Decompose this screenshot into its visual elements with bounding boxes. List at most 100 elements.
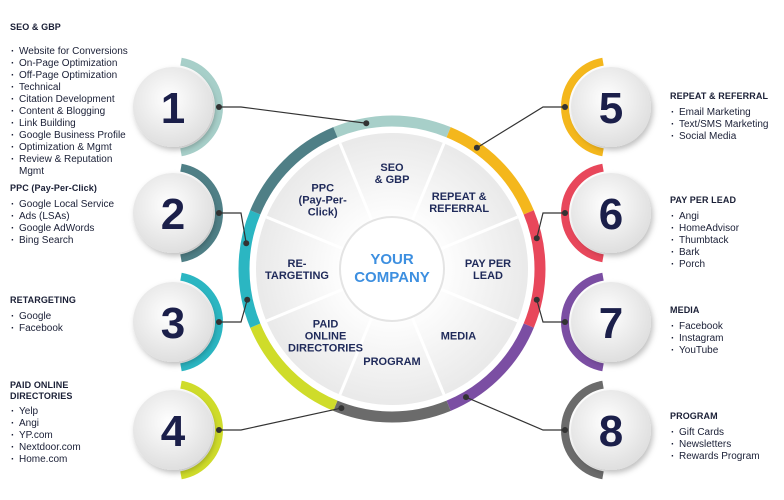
connector-dot <box>562 104 568 110</box>
list-item: Ads (LSAs) <box>10 211 140 223</box>
section-seo-gbp: SEO & GBP Website for Conversions On-Pag… <box>10 22 140 178</box>
ring-segment <box>523 210 546 328</box>
section-title: SEO & GBP <box>10 22 61 32</box>
wedge-label-paid: ONLINE <box>305 330 347 342</box>
connector-line <box>219 106 367 124</box>
wedge-label-paid: DIRECTORIES <box>288 342 363 354</box>
connector-line <box>219 212 247 244</box>
number-disc <box>133 173 213 253</box>
list-item: Technical <box>10 82 140 94</box>
list-item: Nextdoor.com <box>10 442 100 454</box>
wedge-label-paid: PAID <box>313 318 339 330</box>
center-text-line: YOUR <box>370 251 414 268</box>
number-8: 8 <box>599 407 623 456</box>
list-item: Gift Cards <box>670 427 780 439</box>
wedge-divider <box>409 142 446 224</box>
list-item: Home.com <box>10 454 100 466</box>
connector-dot <box>216 427 222 433</box>
list-item: Angi <box>10 418 100 430</box>
number-7: 7 <box>599 299 623 348</box>
list-item: Review & Reputation Mgmt <box>10 154 140 178</box>
center-text-line: COMPANY <box>354 269 430 286</box>
list-item: Google AdWords <box>10 223 140 235</box>
connector-line <box>476 106 565 149</box>
list-item: YouTube <box>670 345 780 357</box>
number-disc <box>571 390 651 470</box>
ring-segment <box>238 210 261 328</box>
wedge-divider <box>409 314 446 396</box>
wedge-label-ppl: LEAD <box>473 270 503 282</box>
number-2: 2 <box>161 190 185 239</box>
list-item: Facebook <box>10 323 140 335</box>
number-5: 5 <box>599 84 623 133</box>
list-item: Bark <box>670 247 780 259</box>
wedge-label-ppc: PPC <box>311 183 334 195</box>
connector-dot <box>363 120 370 127</box>
connector-dot <box>338 405 345 412</box>
list-item: YP.com <box>10 430 100 442</box>
item-list: Gift Cards Newsletters Rewards Program <box>670 427 780 463</box>
list-item: Link Building <box>10 118 140 130</box>
ring-segment <box>333 400 451 423</box>
connector-line <box>536 212 565 239</box>
list-item: Off-Page Optimization <box>10 70 140 82</box>
section-title: PPC (Pay-Per-Click) <box>10 183 97 193</box>
list-item: Angi <box>670 211 780 223</box>
item-list: Website for Conversions On-Page Optimiza… <box>10 46 140 178</box>
list-item: Thumbtack <box>670 235 780 247</box>
number-disc <box>571 173 651 253</box>
wedge-divider <box>437 286 519 323</box>
number-1: 1 <box>161 84 185 133</box>
ring-segment <box>250 323 338 411</box>
connector-dot <box>473 144 480 151</box>
item-list: Yelp Angi YP.com Nextdoor.com Home.com <box>10 406 100 466</box>
wedge-label-repeat: REFERRAL <box>429 203 489 215</box>
section-media: MEDIA Facebook Instagram YouTube <box>670 305 780 357</box>
list-item: Google Business Profile <box>10 130 140 142</box>
connector-dot <box>216 104 222 110</box>
list-item: Optimization & Mgmt <box>10 142 140 154</box>
list-item: Google Local Service <box>10 199 140 211</box>
connector-dot <box>463 394 469 401</box>
list-item: Email Marketing <box>670 107 780 119</box>
item-list: Facebook Instagram YouTube <box>670 321 780 357</box>
section-pay-per-lead: PAY PER LEAD Angi HomeAdvisor Thumbtack … <box>670 195 780 271</box>
connector-line <box>219 407 342 431</box>
section-title: RETARGETING <box>10 295 76 305</box>
wedge-label-retarget: TARGETING <box>265 270 329 282</box>
connector-dot <box>562 319 568 325</box>
wedge-label-ppl: PAY PER <box>465 258 511 270</box>
connector-dot <box>562 427 568 433</box>
item-list: Google Local Service Ads (LSAs) Google A… <box>10 199 140 247</box>
wedge-label-ppc: Click) <box>308 207 338 219</box>
number-disc <box>571 67 651 147</box>
list-item: HomeAdvisor <box>670 223 780 235</box>
section-repeat-referral: REPEAT & REFERRAL Email Marketing Text/S… <box>670 91 780 143</box>
wedge-label-repeat: REPEAT & <box>432 191 487 203</box>
connector-line <box>465 396 565 431</box>
ring-segment <box>333 115 451 138</box>
list-item: Content & Blogging <box>10 106 140 118</box>
ring-segment <box>446 127 534 215</box>
list-item: Rewards Program <box>670 451 780 463</box>
number-disc <box>133 67 213 147</box>
item-list: Angi HomeAdvisor Thumbtack Bark Porch <box>670 211 780 271</box>
connector-dot <box>533 296 540 303</box>
ring-segment <box>250 127 338 215</box>
wedge-label-media: MEDIA <box>441 330 477 342</box>
wedge-divider <box>338 142 375 224</box>
section-program: PROGRAM Gift Cards Newsletters Rewards P… <box>670 411 780 463</box>
connector-dot <box>244 296 251 303</box>
section-title: PAID ONLINE DIRECTORIES <box>10 380 73 401</box>
list-item: Facebook <box>670 321 780 333</box>
list-item: Google <box>10 311 140 323</box>
item-list: Google Facebook <box>10 311 140 335</box>
list-item: Newsletters <box>670 439 780 451</box>
wedge-label-seo: SEO <box>380 162 404 174</box>
wedge-label-seo: & GBP <box>375 174 410 186</box>
section-title: REPEAT & REFERRAL <box>670 91 769 101</box>
list-item: Text/SMS Marketing <box>670 119 780 131</box>
list-item: Porch <box>670 259 780 271</box>
center-circle <box>339 216 445 322</box>
